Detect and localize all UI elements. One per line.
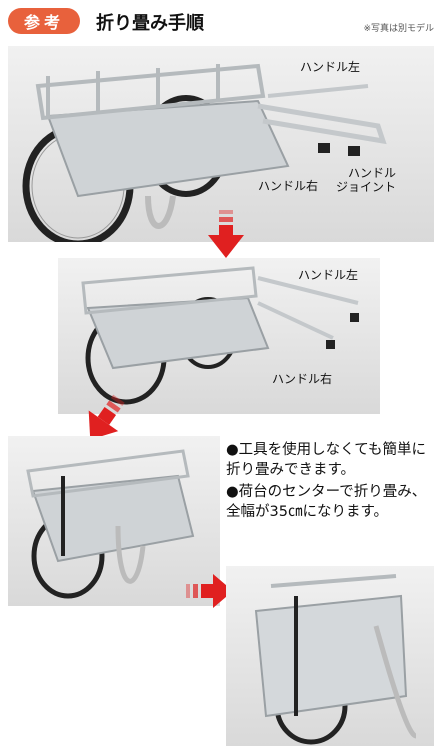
step2-handle-right-label: ハンドル右 [272, 372, 333, 386]
diagonal-arrow-icon [78, 394, 130, 446]
feature-item: ●荷台のセンターで折り畳み、全幅が35㎝になります。 [226, 484, 427, 520]
step1-joint-line2: ジョイント [336, 180, 397, 194]
step2-photo [58, 258, 380, 414]
step1-handle-right-label: ハンドル右 [258, 179, 319, 193]
step3-photo [8, 436, 220, 606]
step4-photo [226, 566, 434, 746]
step1-handle-left-label: ハンドル左 [300, 60, 361, 74]
feature-list: ●工具を使用しなくても簡単に折り畳みできます。 ●荷台のセンターで折り畳み、全幅… [226, 440, 440, 524]
feature-item: ●工具を使用しなくても簡単に折り畳みできます。 [226, 442, 426, 478]
reference-badge: 参考 [8, 8, 80, 34]
step1-joint-label: ハンドル ジョイント [336, 166, 396, 194]
page-title: 折り畳み手順 [96, 13, 204, 34]
step2-handle-left-label: ハンドル左 [298, 268, 359, 282]
right-arrow-icon [186, 572, 234, 610]
step1-photo [8, 46, 434, 242]
photo-note: ※写真は別モデル [363, 24, 434, 34]
down-arrow-icon [206, 210, 246, 260]
step1-joint-line1: ハンドル [348, 166, 397, 180]
